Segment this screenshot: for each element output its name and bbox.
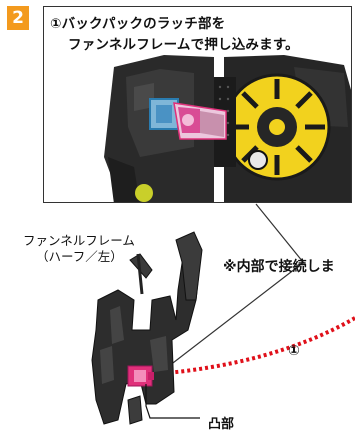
part-label-line-2: （ハーフ／左）	[36, 249, 123, 264]
backpack-photo	[44, 7, 351, 202]
instruction-panel: ①バックパックのラッチ部を ファンネルフレームで押し込みます。	[43, 6, 352, 203]
convex-leader-line	[145, 384, 200, 419]
insertion-arrow	[155, 316, 355, 376]
instruction-line-1: ①バックパックのラッチ部を	[50, 16, 226, 32]
instruction-line-2: ファンネルフレームで押し込みます。	[68, 37, 299, 53]
step-number-badge: 2	[7, 6, 29, 30]
connection-note: ※内部で接続しま	[223, 259, 335, 275]
arrow-step-label: ①	[288, 343, 300, 359]
part-label-line-1: ファンネルフレーム	[23, 233, 135, 248]
leader-line-photo	[255, 203, 304, 263]
convex-part-label: 凸部	[208, 417, 235, 432]
leader-line-part	[155, 261, 305, 377]
funnel-frame-part	[91, 231, 203, 425]
